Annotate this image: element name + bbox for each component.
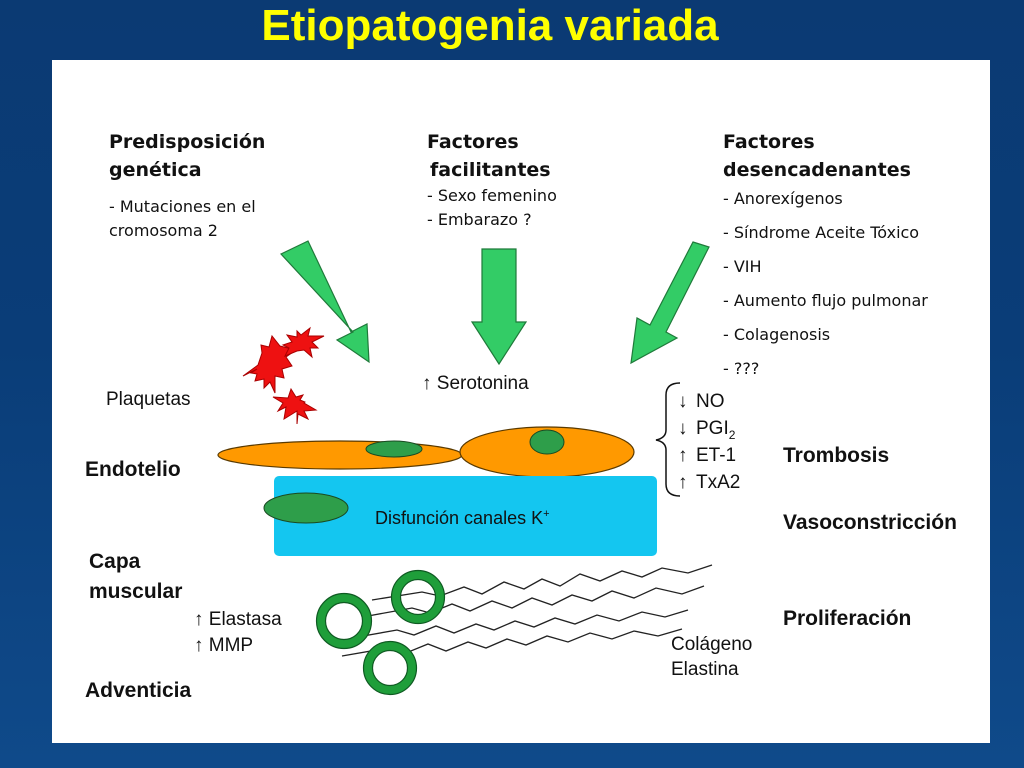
endothelium-layer	[217, 426, 635, 478]
rings	[316, 570, 445, 695]
facilitating-items: - Sexo femenino - Embarazo ?	[427, 186, 557, 229]
label-elastase: ↑ Elastasa	[194, 609, 282, 630]
protease-list: ↑ Elastasa ↑ MMP	[194, 607, 282, 659]
mediator-txa2: ↑TxA2	[678, 469, 740, 496]
heading-facilitating-factors: Factores facilitantes	[427, 131, 551, 181]
mediator-et1: ↑ET-1	[678, 442, 736, 469]
outcome-vasoconstriction: Vasoconstricción	[783, 511, 957, 534]
platelets	[242, 326, 325, 425]
ring-bottom	[363, 641, 417, 695]
fiber-3	[351, 609, 689, 639]
platelet-lower	[272, 387, 318, 425]
smooth-muscle-nucleus	[263, 492, 349, 524]
nucleus-left	[365, 440, 423, 458]
mediators-brace	[655, 382, 681, 497]
arrow-up-icon: ↑	[194, 635, 204, 656]
label-endothelium: Endotelio	[85, 458, 181, 481]
label-platelets: Plaquetas	[106, 389, 191, 410]
mediator-no: ↓NO	[678, 388, 725, 415]
arrow-down-icon: ↓	[678, 418, 688, 439]
platelet-upper	[281, 326, 325, 359]
label-muscle-layer: Capa muscular	[89, 550, 183, 603]
heading-triggering-factors: Factores desencadenantes	[723, 131, 911, 181]
arrow-down-icon: ↓	[678, 391, 688, 412]
label-fibers: Colágeno Elastina	[671, 634, 753, 680]
muscle-layer-box	[274, 476, 657, 556]
fiber-4	[341, 628, 683, 657]
factor-arrows	[280, 240, 710, 366]
diagram-graphics	[217, 240, 713, 696]
heading-genetic-predisposition: Predisposición genética	[109, 131, 266, 181]
arrow-up-icon: ↑	[194, 609, 204, 630]
fiber-2	[367, 585, 705, 617]
outcome-thrombosis: Trombosis	[783, 444, 890, 467]
endothelial-cell-left	[217, 440, 463, 470]
arrow-up-icon: ↑	[422, 373, 432, 394]
outcome-proliferation: Proliferación	[783, 607, 912, 630]
label-mmp: ↑ MMP	[194, 635, 254, 656]
diagram-panel: Predisposición genética - Mutaciones en …	[52, 60, 990, 743]
label-k-channel-dysfunction: Disfunción canales K+	[375, 508, 550, 528]
genetic-items: - Mutaciones en el cromosoma 2	[109, 197, 256, 240]
arrow-triggering	[630, 241, 710, 365]
triggering-items: - Anorexígenos - Síndrome Aceite Tóxico …	[723, 189, 928, 378]
arrow-up-icon: ↑	[678, 472, 688, 493]
ring-left	[316, 593, 372, 649]
platelet-large	[242, 334, 298, 394]
ring-right	[391, 570, 445, 624]
mediator-pgi2: ↓PGI2	[678, 415, 735, 449]
fiber-1	[371, 564, 713, 601]
nucleus-right	[529, 429, 565, 455]
slide-title: Etiopatogenia variada	[261, 1, 719, 50]
arrow-up-icon: ↑	[678, 445, 688, 466]
arrow-genetic	[280, 240, 370, 364]
arrow-facilitating	[470, 248, 528, 366]
label-serotonin: ↑ Serotonina	[422, 373, 529, 394]
label-adventitia: Adventicia	[85, 679, 192, 702]
